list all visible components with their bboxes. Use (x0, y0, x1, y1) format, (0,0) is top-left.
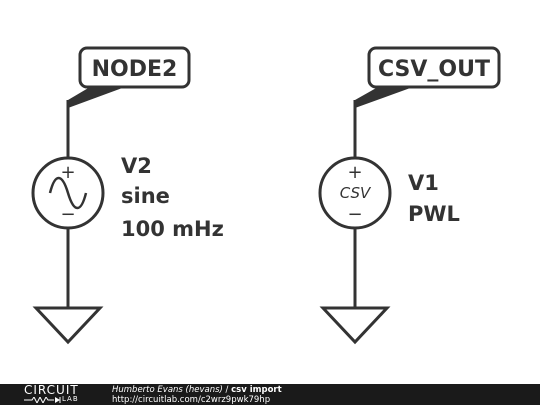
voltage-source-v2[interactable]: + − (31, 156, 105, 230)
net-label-pointer (68, 87, 125, 108)
plus-sign: + (60, 162, 75, 183)
resistor-logo-icon (24, 397, 61, 403)
source-value: 100 mHz (121, 217, 224, 241)
csv-symbol-text: CSV (340, 184, 372, 202)
ground-symbol[interactable] (32, 306, 104, 345)
source-type: sine (121, 184, 170, 208)
author-name[interactable]: Humberto Evans (hevans) (112, 385, 223, 395)
sine-wave-icon (48, 176, 88, 210)
net-label-node2[interactable]: NODE2 (68, 46, 191, 108)
net-label-csv-out[interactable]: CSV_OUT (355, 46, 501, 108)
logo-text-top: CIRCUIT (24, 383, 79, 397)
plus-sign: + (347, 162, 362, 183)
minus-sign: − (347, 204, 362, 225)
footer-bar: CIRCUIT LAB Humberto Evans (hevans) / cs… (0, 383, 540, 405)
net-label-text: NODE2 (92, 57, 178, 82)
ground-symbol[interactable] (319, 306, 391, 345)
circuit-title[interactable]: csv import (231, 385, 282, 395)
logo-text-bottom: LAB (62, 395, 79, 403)
schematic-canvas: NODE2 + − V2 sine 100 mHz CSV_OUT + − CS… (31, 46, 501, 345)
circuitlab-logo[interactable]: CIRCUIT LAB (20, 383, 100, 405)
separator: / (222, 385, 232, 395)
net-label-pointer (355, 87, 413, 108)
source-type: PWL (408, 202, 460, 226)
net-label-text: CSV_OUT (378, 57, 490, 82)
credit-block: Humberto Evans (hevans) / csv import htt… (112, 385, 282, 405)
source-ref: V1 (408, 171, 439, 195)
minus-sign: − (60, 204, 75, 225)
source-ref: V2 (121, 154, 152, 178)
voltage-source-v1[interactable]: + − CSV (318, 156, 392, 230)
circuit-url[interactable]: http://circuitlab.com/c2wrz9pwk79hp (112, 395, 271, 405)
